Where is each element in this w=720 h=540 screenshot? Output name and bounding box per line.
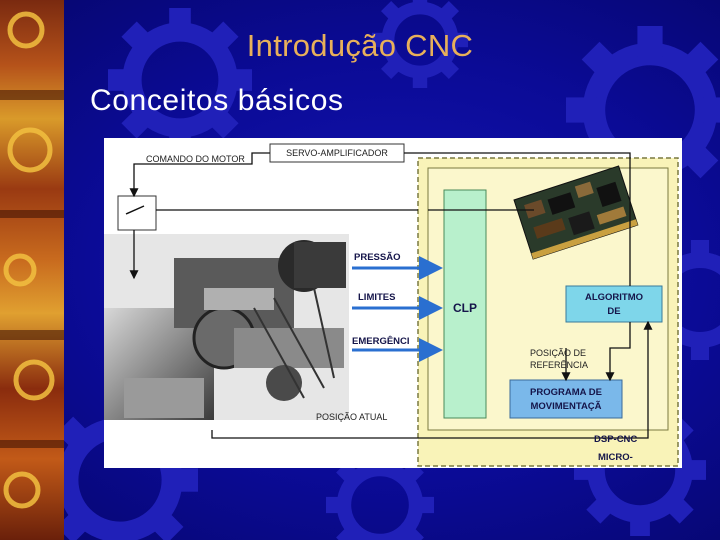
dsp-cnc-label: DSP-CNC [594, 434, 637, 445]
algoritmo-label-2: DE [607, 306, 620, 317]
cnc-diagram: ALGORITMO DE PROGRAMA DE MOVIMENTAÇÃ [104, 138, 682, 468]
algoritmo-label-1: ALGORITMO [585, 292, 643, 303]
servo-amplificador-label: SERVO-AMPLIFICADOR [286, 148, 388, 158]
micro-label: MICRO- [598, 452, 633, 463]
pressao-label: PRESSÃO [354, 252, 400, 263]
emergencia-label: EMERGÊNCI [352, 335, 410, 347]
programa-label-2: MOVIMENTAÇÃ [530, 401, 601, 412]
machine-photo [104, 234, 349, 420]
switch-box [118, 196, 156, 230]
clp-label: CLP [453, 301, 477, 315]
posicao-referencia-label-2: REFERÊNCIA [530, 360, 588, 370]
decorative-gear-strip [0, 0, 64, 540]
programa-box [510, 380, 622, 418]
posicao-referencia-label-1: POSIÇÃO DE [530, 348, 586, 358]
programa-label-1: PROGRAMA DE [530, 387, 602, 398]
slide-title: Introdução CNC [0, 28, 720, 64]
slide-subtitle: Conceitos básicos [90, 84, 344, 118]
posicao-atual-label: POSIÇÃO ATUAL [316, 412, 387, 422]
comando-motor-label: COMANDO DO MOTOR [146, 154, 245, 164]
limites-label: LIMITES [358, 292, 395, 303]
